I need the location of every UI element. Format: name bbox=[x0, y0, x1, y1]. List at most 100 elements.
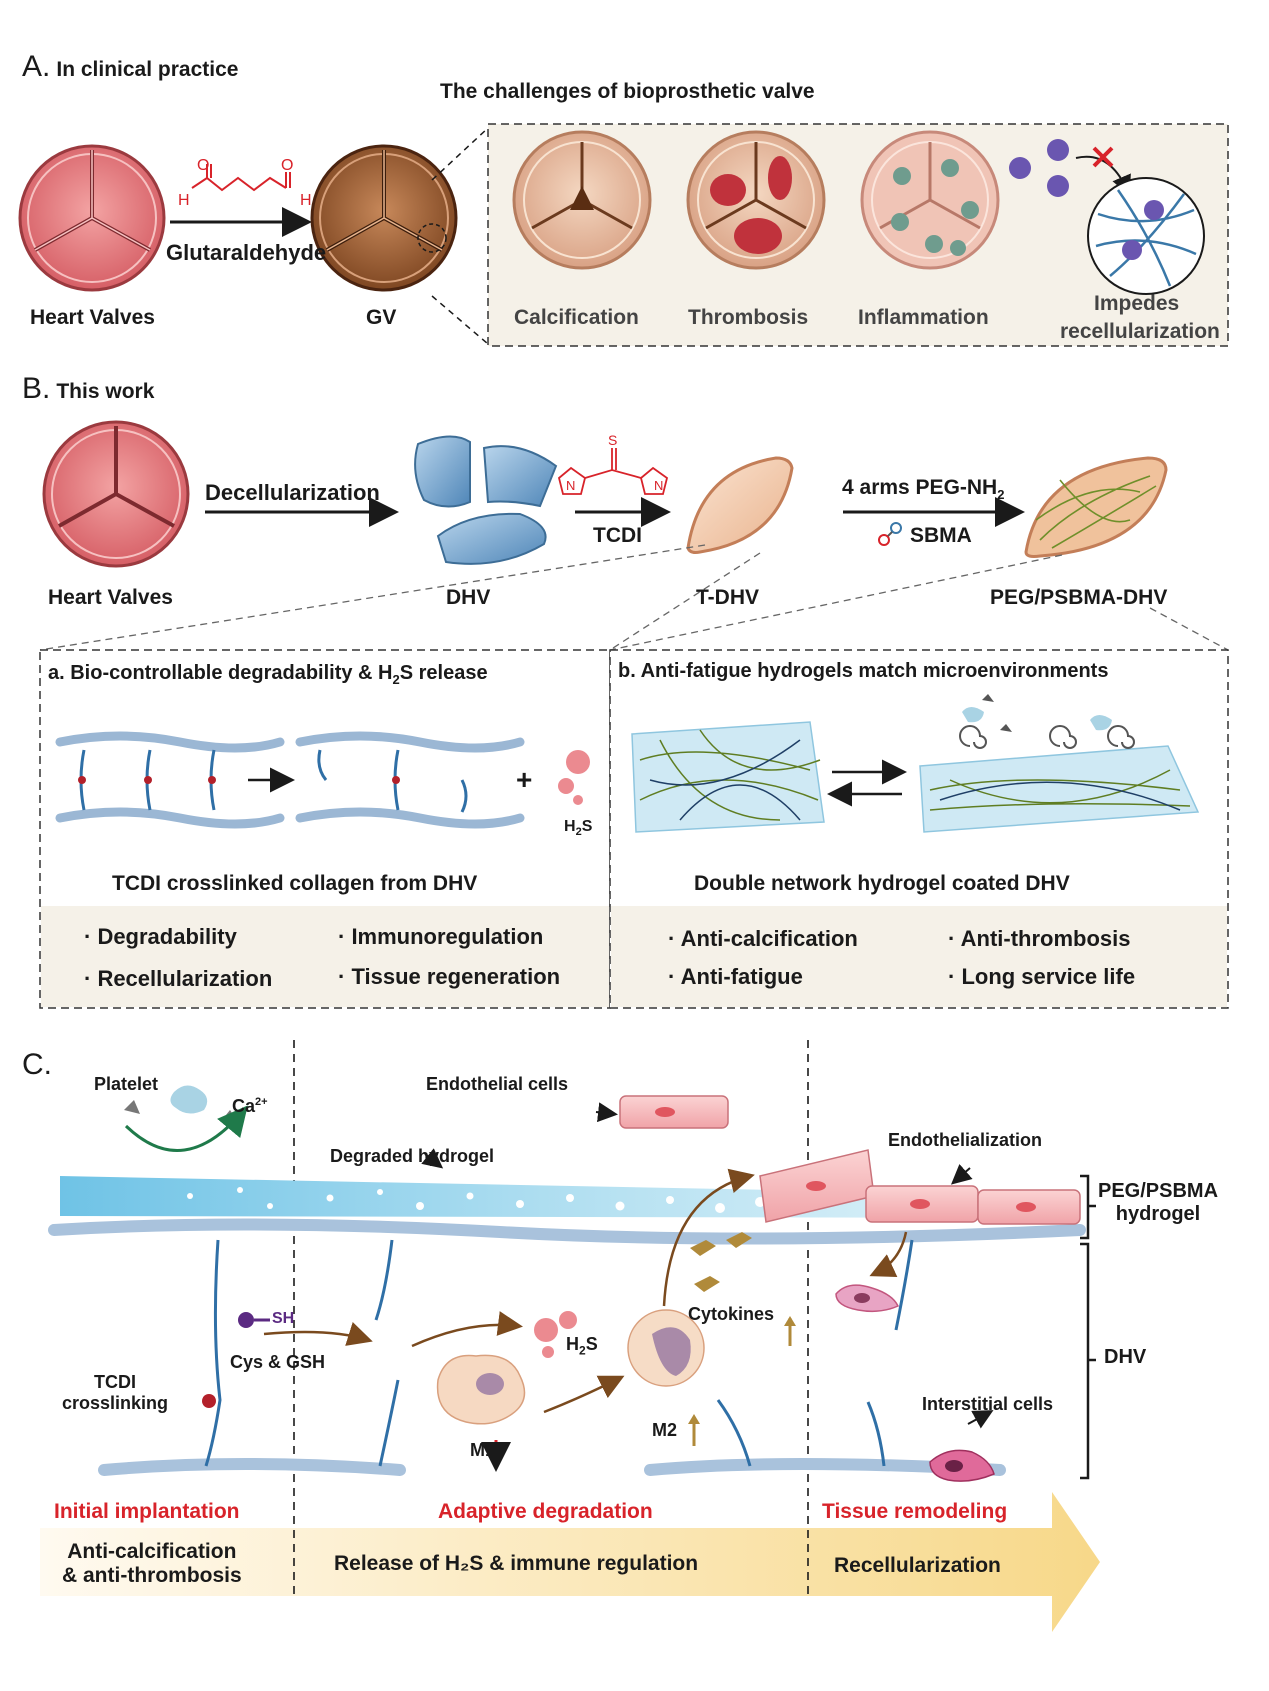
tcdi-line1: TCDI bbox=[94, 1372, 137, 1392]
box-a-h2s-s: S bbox=[581, 818, 593, 835]
stage-initial-implantation: Initial implantation bbox=[54, 1500, 240, 1523]
impedes-label: Impedes bbox=[1094, 292, 1180, 315]
degraded-hydrogel-label: Degraded hydrogel bbox=[330, 1146, 495, 1166]
stage-adaptive-degradation: Adaptive degradation bbox=[438, 1500, 653, 1523]
calcification-valve bbox=[512, 130, 652, 270]
tcdi-structure bbox=[557, 448, 669, 495]
bullet-anti-thrombosis: · Anti-thrombosis bbox=[948, 926, 1131, 951]
chem-n-1: N bbox=[566, 478, 576, 493]
peg-arms-label: 4 arms PEG-NH2 bbox=[842, 476, 1004, 502]
stage1-desc-line1: Anti-calcification bbox=[67, 1540, 237, 1563]
dhv-layer-label: DHV bbox=[1104, 1346, 1147, 1368]
tcdi-line2: crosslinking bbox=[62, 1393, 169, 1413]
chem-o-2: O bbox=[281, 157, 294, 174]
heart-valves-label-a: Heart Valves bbox=[30, 306, 155, 329]
interstitial-cells bbox=[835, 1284, 995, 1482]
glutaraldehyde-label: Glutaraldehyde bbox=[166, 240, 327, 265]
platelet-icon bbox=[124, 1085, 248, 1152]
m1-label: M1 bbox=[470, 1440, 496, 1460]
hydrogel-network-diagram bbox=[631, 694, 1200, 833]
heart-valve-b bbox=[42, 420, 190, 568]
sbma-monomer-icon bbox=[878, 522, 902, 546]
box-a-h2s-h: H bbox=[564, 818, 576, 835]
h2s-label-c: H2S bbox=[566, 1334, 598, 1358]
box-b-title: b. Anti-fatigue hydrogels match microenv… bbox=[618, 660, 1109, 682]
box-a-title-pre: a. Bio-controllable degradability & H bbox=[48, 662, 393, 684]
panel-b-heading: B.This work bbox=[22, 372, 154, 406]
recellularization-mesh bbox=[1009, 139, 1205, 295]
glutaraldehyde-structure bbox=[191, 164, 291, 192]
challenges-title: The challenges of bioprosthetic valve bbox=[440, 80, 815, 103]
tcdi-collagen-diagram bbox=[55, 731, 590, 829]
inflammation-valve bbox=[860, 130, 1000, 270]
bullet-tissue-regeneration: · Tissue regeneration bbox=[338, 964, 561, 989]
peg-hydrogel-line1: PEG/PSBMA bbox=[1098, 1180, 1219, 1202]
dhv-label: DHV bbox=[446, 586, 491, 609]
brown-flow-arrows bbox=[263, 1168, 908, 1414]
stage2-description: Release of H₂S & immune regulation bbox=[334, 1552, 699, 1575]
m2-label: M2 bbox=[652, 1420, 678, 1440]
indicator-arrows bbox=[481, 1316, 796, 1472]
timeline-arrow bbox=[40, 1492, 1100, 1632]
sbma-label: SBMA bbox=[910, 524, 972, 547]
peg-psbma-dhv-label: PEG/PSBMA-DHV bbox=[990, 586, 1168, 609]
box-b-bullet-band bbox=[611, 906, 1227, 1007]
gv-valve bbox=[310, 144, 458, 292]
peg-hydrogel-line2: hydrogel bbox=[1115, 1203, 1201, 1225]
bullet-immunoregulation: · Immunoregulation bbox=[338, 924, 544, 949]
panel-a-title: In clinical practice bbox=[56, 58, 239, 81]
heart-valves-label-b: Heart Valves bbox=[48, 586, 173, 609]
chem-h-2: H bbox=[300, 192, 312, 209]
box-a-bullet-band bbox=[41, 906, 609, 1007]
h2s-c-h: H bbox=[566, 1334, 579, 1354]
endothelialization-label: Endothelialization bbox=[888, 1130, 1043, 1150]
bullet-anti-fatigue: · Anti-fatigue bbox=[668, 964, 803, 989]
gv-label: GV bbox=[366, 306, 397, 329]
dhv-leaflets bbox=[414, 435, 558, 565]
chem-s: S bbox=[608, 432, 618, 448]
stage-dividers bbox=[293, 1040, 809, 1600]
panel-a-letter: A. bbox=[22, 50, 51, 83]
calcium-label: Ca2+ bbox=[232, 1096, 268, 1117]
heart-valve-a bbox=[18, 144, 166, 292]
cys-gsh-label: Cys & GSH bbox=[230, 1352, 326, 1372]
box-a-plus: + bbox=[516, 764, 533, 795]
stage1-description: Anti-calcification& anti-thrombosis bbox=[62, 1540, 242, 1588]
immune-cells bbox=[436, 1232, 752, 1425]
calcification-label: Calcification bbox=[514, 306, 639, 329]
box-a-h2s-sub: 2 bbox=[575, 826, 582, 839]
box-a-title-sub: 2 bbox=[392, 672, 400, 687]
stage-tissue-remodeling: Tissue remodeling bbox=[822, 1500, 1008, 1523]
crosslink-strands bbox=[204, 1239, 914, 1467]
peg-arms-sub: 2 bbox=[997, 487, 1005, 503]
platelet-label: Platelet bbox=[94, 1074, 159, 1094]
bullet-anti-calcification: · Anti-calcification bbox=[668, 926, 858, 951]
peg-arms-text: 4 arms PEG-NH bbox=[842, 476, 998, 499]
decellularization-label: Decellularization bbox=[205, 480, 380, 505]
h2s-c-s: S bbox=[585, 1334, 598, 1354]
thiol-molecule-icon bbox=[238, 1312, 270, 1328]
chem-h-1: H bbox=[178, 192, 190, 209]
chem-o-1: O bbox=[197, 157, 210, 174]
box-a-h2s-label: H2S bbox=[564, 818, 592, 838]
bullet-recellularization: · Recellularization bbox=[84, 966, 273, 991]
degraded-hydrogel-dots bbox=[187, 1187, 795, 1215]
box-b-caption: Double network hydrogel coated DHV bbox=[694, 872, 1070, 895]
inflammation-label: Inflammation bbox=[858, 306, 989, 329]
h2s-c-sub: 2 bbox=[579, 1343, 586, 1358]
thrombosis-valve bbox=[686, 130, 826, 270]
endothelial-cells-label: Endothelial cells bbox=[426, 1074, 569, 1094]
box-a-title-post: S release bbox=[399, 662, 488, 684]
gv-zoom-lines bbox=[431, 127, 489, 345]
panel-b-letter: B. bbox=[22, 372, 51, 405]
tcdi-label: TCDI bbox=[593, 524, 642, 547]
interstitial-cells-label: Interstitial cells bbox=[922, 1394, 1054, 1414]
bullet-long-service-life: · Long service life bbox=[948, 964, 1136, 989]
stage1-desc-line2: & anti-thrombosis bbox=[62, 1564, 242, 1587]
chem-n-2: N bbox=[654, 478, 664, 493]
recellularization-label: recellularization bbox=[1060, 320, 1220, 343]
bullet-degradability: · Degradability bbox=[84, 924, 237, 949]
